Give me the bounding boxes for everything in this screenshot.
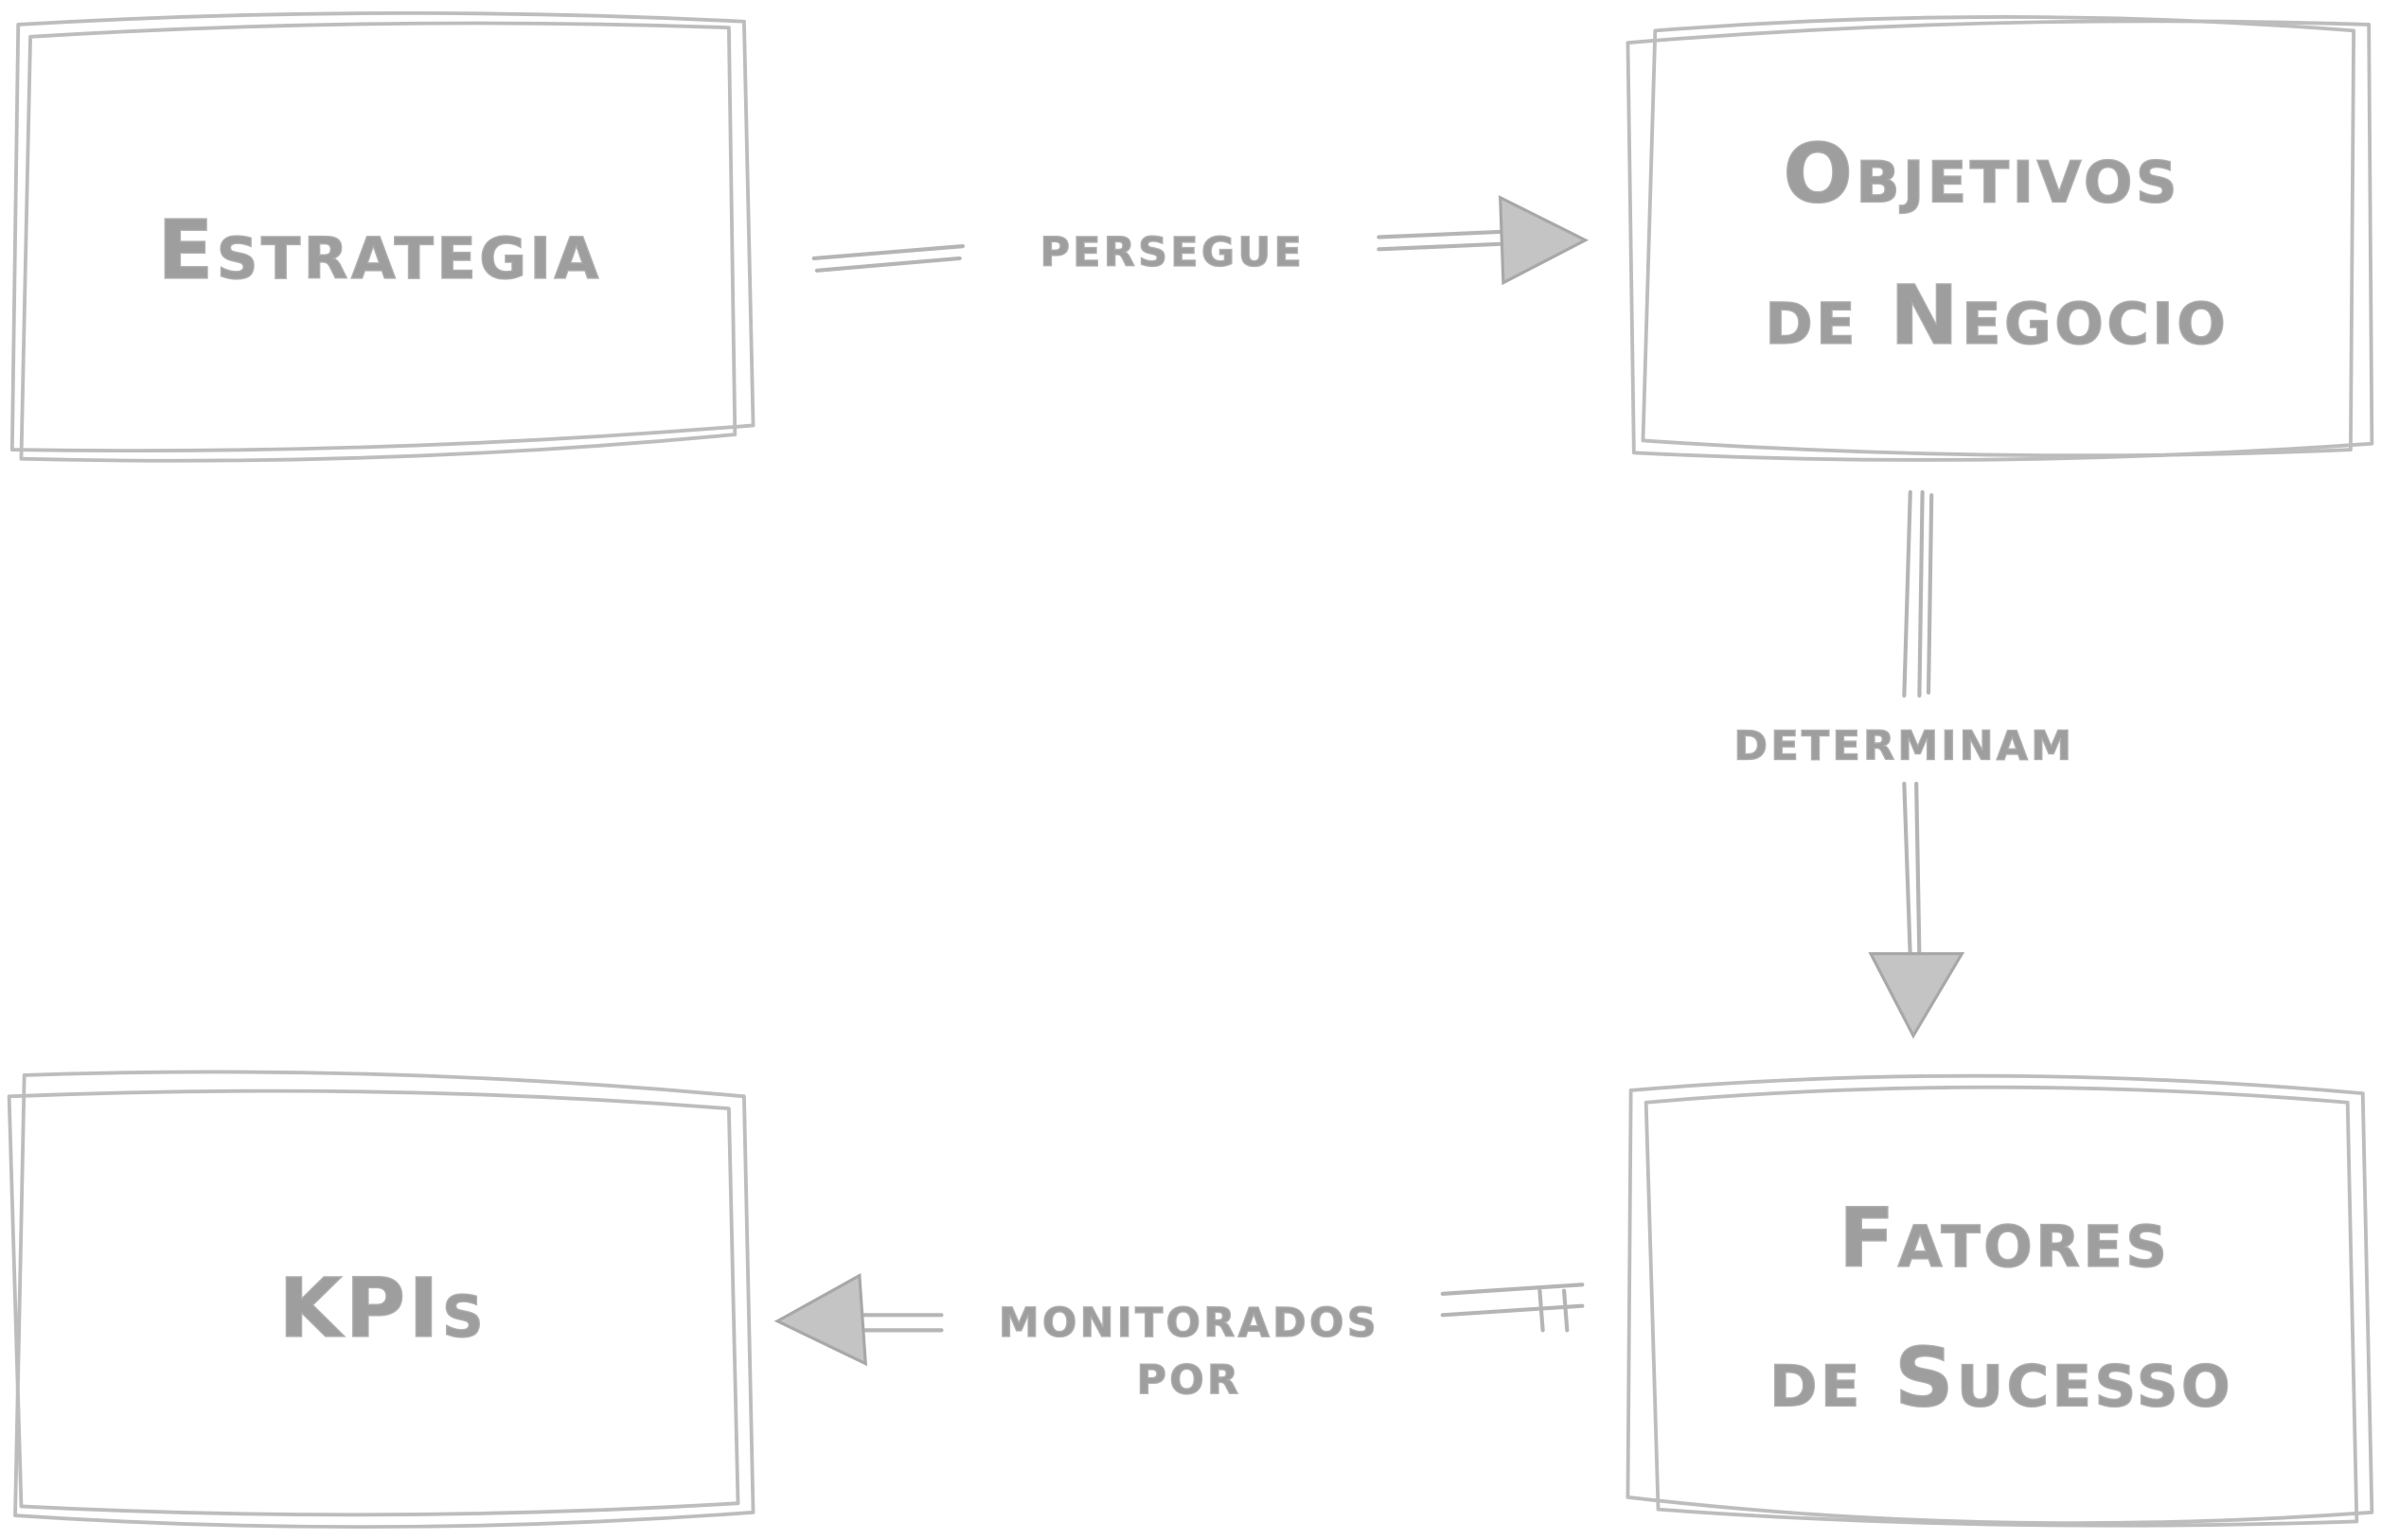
edge-monitorados-label-line1: monitorados — [999, 1283, 1379, 1351]
edge-monitorados-por: monitorados por — [773, 1272, 1585, 1408]
node-kpis-label: KPIs — [278, 1262, 487, 1356]
edge-determinam-shaft — [1902, 489, 1934, 959]
node-estrategia[interactable]: Estrategia — [9, 10, 755, 463]
edge-persegue-shaft — [811, 229, 1521, 273]
edge-monitorados-shaft — [848, 1283, 1585, 1333]
arrowhead-left-icon — [773, 1272, 868, 1367]
node-kpis[interactable]: KPIs — [7, 1070, 755, 1530]
arrowhead-right-icon — [1499, 195, 1590, 286]
edge-persegue-label: persegue — [1039, 213, 1305, 280]
node-fatores-label-line2: de Sucesso — [1769, 1332, 2233, 1426]
edge-monitorados-label-line2: por — [1136, 1341, 1241, 1408]
node-objetivos-label-line2: de Negocio — [1765, 269, 2229, 363]
node-estrategia-outline — [9, 10, 755, 453]
node-objetivos-de-negocio[interactable]: Objetivos de Negocio — [1626, 15, 2374, 462]
node-fatores-label-line1: Fatores — [1839, 1192, 2170, 1286]
node-objetivos-label-line1: Objetivos — [1783, 128, 2180, 222]
node-estrategia-label: Estrategia — [157, 204, 601, 298]
edge-determinam-label: determinam — [1733, 706, 2074, 773]
node-kpis-outline-inner — [7, 1089, 740, 1517]
node-objetivos-outline-inner — [1641, 15, 2356, 458]
node-objetivos-outline — [1626, 19, 2374, 462]
node-fatores-outline — [1626, 1073, 2374, 1526]
edge-determinam: determinam — [1733, 489, 2074, 1039]
node-fatores-de-sucesso[interactable]: Fatores de Sucesso — [1626, 1073, 2374, 1528]
edge-persegue: persegue — [811, 195, 1590, 286]
node-kpis-outline — [13, 1070, 755, 1530]
node-estrategia-outline-inner — [19, 21, 737, 463]
node-fatores-outline-inner — [1644, 1085, 2359, 1528]
arrowhead-down-icon — [1868, 951, 1965, 1039]
